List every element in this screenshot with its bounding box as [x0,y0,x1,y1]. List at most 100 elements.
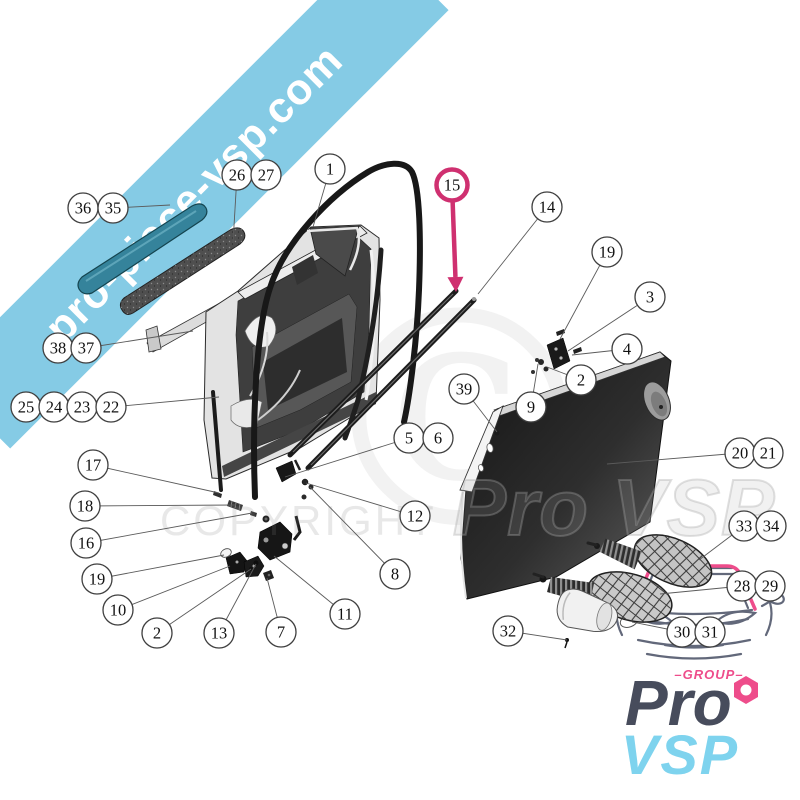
callout-19: 19 [591,236,623,268]
callout-number-23: 23 [74,398,91,417]
callout-35: 35 [97,192,129,224]
callout-circle-2 [141,617,173,649]
callout-28: 28 [726,570,758,602]
callout-circle-12 [399,500,431,532]
callout-7: 7 [265,616,297,648]
callout-circle-32 [492,615,524,647]
callout-number-8: 8 [391,565,399,584]
callout-leader-18 [84,504,237,507]
callout-15: 15 [434,167,470,203]
callout-circle-31 [694,616,726,648]
callout-22: 22 [95,391,127,423]
callout-circle-8 [379,558,411,590]
callout-leader-14 [477,206,548,295]
callout-39: 39 [448,373,480,405]
upper-hinge-hardware [531,329,582,374]
callout-circle-27 [250,159,282,191]
callout-circle-2 [565,364,597,396]
callout-19: 19 [81,563,113,595]
callout-27: 27 [250,159,282,191]
callout-number-31: 31 [702,623,719,642]
callout-number-34: 34 [763,517,780,536]
callout-leader-22 [110,396,220,408]
callout-number-2: 2 [153,624,161,643]
callout-38: 38 [42,332,74,364]
callout-number-5: 5 [405,429,413,448]
front-run-channel [211,390,223,492]
callout-circle-1 [314,153,346,185]
callout-circle-10 [102,594,134,626]
bolt-17 [213,491,222,498]
callout-circle-9 [515,391,547,423]
callout-circle-19 [591,236,623,268]
door-cup-disc [643,381,671,421]
door-edge-flange [459,404,504,493]
callout-circle-15 [434,167,470,203]
callout-18: 18 [69,490,101,522]
car-grille [663,643,725,649]
callout-circle-16 [70,527,102,559]
callout-circle-29 [754,570,786,602]
callout-leader-8 [309,486,396,575]
inner-panel-sail [309,225,360,277]
callout-29: 29 [754,570,786,602]
callout-number-13: 13 [211,624,228,643]
callout-circle-6 [422,422,454,454]
callout-number-19: 19 [89,570,106,589]
callout-number-3: 3 [646,288,654,307]
highlight-arrow-head [447,276,464,292]
flange-hole-2 [478,464,484,472]
callout-number-21: 21 [760,444,777,463]
callout-2: 2 [141,617,173,649]
callout-circle-14 [531,191,563,223]
callout-circle-7 [265,616,297,648]
callout-leader-19 [559,251,608,340]
callout-4: 4 [611,333,643,365]
callout-30: 30 [666,616,698,648]
callout-circle-39 [448,373,480,405]
callout-leader-5 [284,437,410,478]
car-bumper-lower [645,652,743,660]
callout-12: 12 [399,500,431,532]
callout-13: 13 [203,617,235,649]
callout-circle-4 [611,333,643,365]
callout-number-19: 19 [599,243,616,262]
callout-36: 36 [67,192,99,224]
callout-number-18: 18 [77,497,94,516]
callout-circle-34 [755,510,787,542]
callout-14: 14 [531,191,563,223]
callout-5: 5 [393,422,425,454]
callout-number-2: 2 [577,371,585,390]
exterior-trim-strip [119,227,246,315]
callout-number-25: 25 [18,398,35,417]
callout-33: 33 [728,510,760,542]
callout-number-30: 30 [674,623,691,642]
callout-23: 23 [66,391,98,423]
car-mirror-stem-right [760,600,771,608]
logo-brand-pro: Pro [625,667,732,739]
callout-20: 20 [724,437,756,469]
callout-number-10: 10 [110,601,127,620]
inner-panel-right-edge [364,249,376,401]
callout-number-27: 27 [258,166,275,185]
callout-circle-21 [752,437,784,469]
callout-leader-10 [117,565,231,611]
inner-panel-sail-cap [306,226,361,271]
callout-number-33: 33 [736,517,753,536]
mirror-right [586,534,713,588]
callout-3: 3 [634,281,666,313]
callout-number-11: 11 [337,605,353,624]
callout-circle-37 [70,332,102,364]
callout-17: 17 [77,449,109,481]
callout-leader-2 [156,568,252,634]
callout-6: 6 [422,422,454,454]
inner-panel-sill [222,392,376,477]
callout-leader-16 [85,512,253,544]
callout-number-24: 24 [46,398,63,417]
callout-number-35: 35 [105,199,122,218]
armrest-pocket [263,318,347,410]
callout-21: 21 [752,437,784,469]
outer-panel-left-edge [460,491,467,599]
